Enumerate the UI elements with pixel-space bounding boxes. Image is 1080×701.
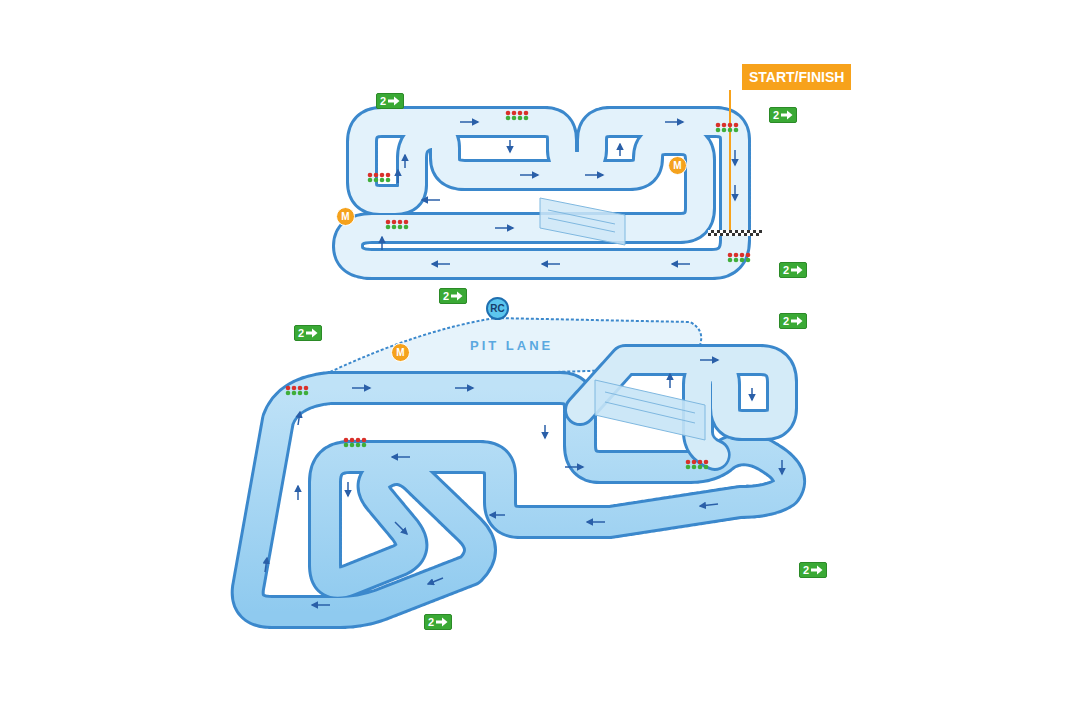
signal-light [362, 438, 367, 443]
signal-light [692, 465, 697, 470]
node-text: M [396, 347, 404, 358]
sign-number: 2 [443, 290, 449, 302]
direction-sign: 2 [376, 93, 404, 109]
signal-light [380, 178, 385, 183]
sign-number: 2 [803, 564, 809, 576]
signal-light [368, 173, 373, 178]
signal-light [524, 116, 529, 121]
sign-number: 2 [773, 109, 779, 121]
signal-light [704, 460, 709, 465]
direction-sign: 2 [779, 313, 807, 329]
signal-light [740, 258, 745, 263]
direction-sign: 2 [294, 325, 322, 341]
marshal-circle: M [391, 343, 410, 362]
signal-light [374, 173, 379, 178]
node-text: M [673, 160, 681, 171]
signal-light [350, 438, 355, 443]
signal-light [304, 391, 309, 396]
arrow-icon [781, 110, 793, 120]
signal-light [356, 443, 361, 448]
signal-light [698, 465, 703, 470]
signal-light [716, 123, 721, 128]
direction-sign: 2 [799, 562, 827, 578]
signal-light [698, 460, 703, 465]
signal-light [518, 111, 523, 116]
sign-number: 2 [783, 264, 789, 276]
signal-light [350, 443, 355, 448]
signal-light [362, 443, 367, 448]
signal-light [356, 438, 361, 443]
arrow-icon [306, 328, 318, 338]
signal-light [740, 253, 745, 258]
signal-light [344, 443, 349, 448]
signal-light [692, 460, 697, 465]
signal-light [734, 123, 739, 128]
marshal-circle: M [668, 156, 687, 175]
signal-light [292, 391, 297, 396]
signal-light [398, 225, 403, 230]
direction-sign: 2 [779, 262, 807, 278]
node-text: RC [490, 303, 504, 314]
start-finish-tag: START/FINISH [742, 64, 851, 90]
signal-light [524, 111, 529, 116]
signal-light [746, 258, 751, 263]
signal-light [728, 258, 733, 263]
direction-sign: 2 [439, 288, 467, 304]
direction-sign: 2 [769, 107, 797, 123]
arrow-icon [791, 265, 803, 275]
signal-light [734, 128, 739, 133]
node-text: M [341, 211, 349, 222]
signal-light [728, 253, 733, 258]
arrow-icon [451, 291, 463, 301]
signal-light [728, 128, 733, 133]
signal-light [686, 465, 691, 470]
signal-light [344, 438, 349, 443]
node-text: START/FINISH [749, 69, 844, 85]
signal-light [716, 128, 721, 133]
signal-light [298, 391, 303, 396]
arrow-icon [388, 96, 400, 106]
signal-light [734, 253, 739, 258]
signal-light [286, 391, 291, 396]
signal-light [722, 123, 727, 128]
sign-number: 2 [428, 616, 434, 628]
signal-light [380, 173, 385, 178]
signal-light [398, 220, 403, 225]
race-control-circle: RC [486, 297, 509, 320]
signal-light [368, 178, 373, 183]
signal-light [506, 111, 511, 116]
signal-light [374, 178, 379, 183]
signal-light [734, 258, 739, 263]
signal-light [386, 225, 391, 230]
signal-light [286, 386, 291, 391]
signal-light [512, 116, 517, 121]
marshal-circle: M [336, 207, 355, 226]
signal-light [298, 386, 303, 391]
sign-number: 2 [783, 315, 789, 327]
arrow-icon [436, 617, 448, 627]
signal-light [506, 116, 511, 121]
signal-light [518, 116, 523, 121]
direction-sign: 2 [424, 614, 452, 630]
signal-light [746, 253, 751, 258]
signal-light [304, 386, 309, 391]
signal-light [704, 465, 709, 470]
signal-light [392, 220, 397, 225]
signal-light [386, 178, 391, 183]
arrow-icon [791, 316, 803, 326]
signal-light [722, 128, 727, 133]
area-label: PIT LANE [470, 338, 553, 353]
signal-light [686, 460, 691, 465]
signal-light [512, 111, 517, 116]
signal-light [386, 220, 391, 225]
signal-light [386, 173, 391, 178]
signal-light [392, 225, 397, 230]
signal-light [404, 220, 409, 225]
signal-light [292, 386, 297, 391]
signal-light [404, 225, 409, 230]
sign-number: 2 [298, 327, 304, 339]
arrow-icon [811, 565, 823, 575]
sign-number: 2 [380, 95, 386, 107]
signal-light [728, 123, 733, 128]
